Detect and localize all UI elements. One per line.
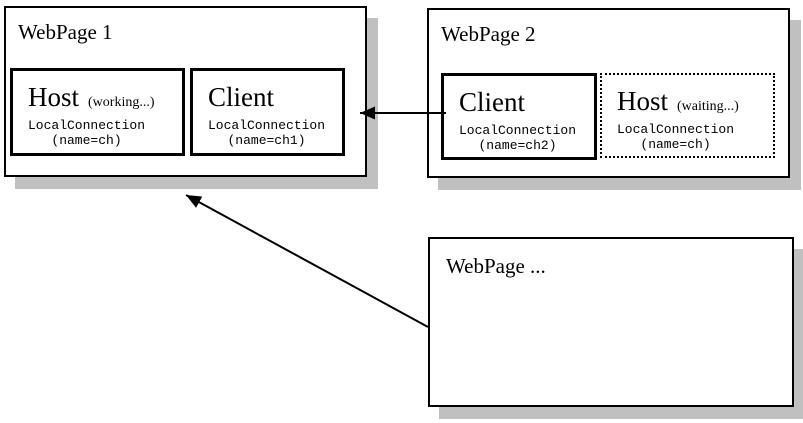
webpage2-title: WebPage 2	[441, 22, 536, 46]
connection-param: (name=ch2)	[478, 138, 557, 154]
webpage1-client-box: Client LocalConnection (name=ch1)	[190, 68, 345, 156]
webpage-more-title: WebPage ...	[446, 254, 546, 278]
host-connection: LocalConnection (name=ch)	[28, 118, 146, 149]
connection-class: LocalConnection	[459, 123, 577, 139]
host-heading: Host (waiting...)	[617, 87, 773, 115]
webpage1-title: WebPage 1	[18, 20, 113, 44]
connection-class: LocalConnection	[617, 122, 735, 138]
connection-param: (name=ch)	[640, 137, 711, 153]
host-status: (working...)	[88, 95, 155, 110]
webpage2-box: WebPage 2 Client LocalConnection (name=c…	[427, 8, 790, 178]
client-label: Client	[459, 87, 525, 117]
webpage1-host-box: Host (working...) LocalConnection (name=…	[10, 68, 185, 156]
arrow-webpage-more-to-webpage1	[185, 194, 429, 328]
connection-param: (name=ch)	[51, 133, 122, 149]
host-label: Host	[28, 82, 80, 112]
host-label: Host	[617, 86, 669, 116]
connection-class: LocalConnection	[208, 118, 326, 134]
client-connection: LocalConnection (name=ch1)	[208, 118, 326, 149]
client-label: Client	[208, 82, 274, 112]
connection-class: LocalConnection	[28, 118, 146, 134]
webpage2-client-box: Client LocalConnection (name=ch2)	[441, 73, 597, 160]
webpage2-host-box: Host (waiting...) LocalConnection (name=…	[600, 73, 775, 158]
webpage1-box: WebPage 1 Host (working...) LocalConnect…	[4, 6, 367, 177]
host-heading: Host (working...)	[28, 83, 182, 111]
webpage-more-box: WebPage ...	[428, 237, 794, 407]
host-connection: LocalConnection (name=ch)	[617, 122, 735, 153]
connection-param: (name=ch1)	[227, 133, 306, 149]
host-status: (waiting...)	[677, 99, 739, 114]
client-heading: Client	[208, 83, 342, 111]
client-connection: LocalConnection (name=ch2)	[459, 123, 577, 154]
client-heading: Client	[459, 88, 594, 116]
